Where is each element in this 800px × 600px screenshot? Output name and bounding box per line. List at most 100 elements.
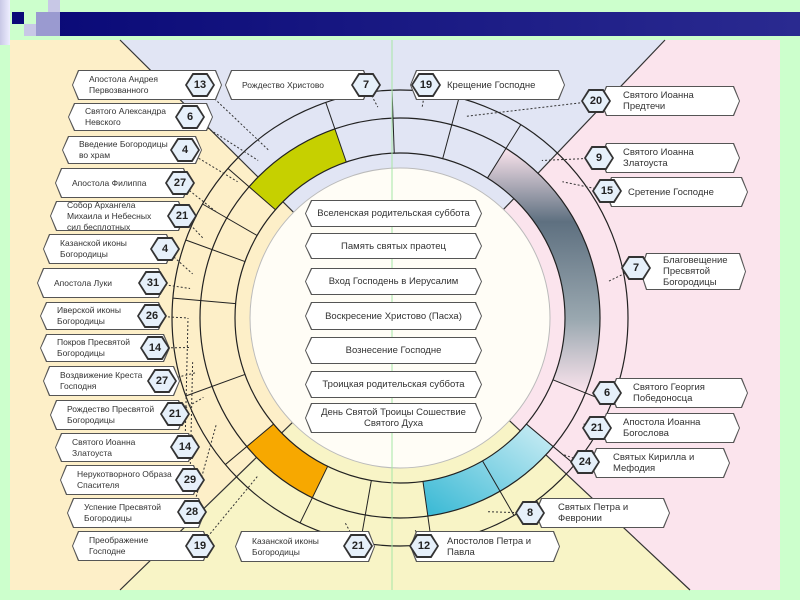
feast-name: Святого Иоанна Златоуста (601, 144, 739, 172)
day-badge: 4 (170, 138, 200, 162)
feast-name: Святых Кирилла и Мефодия (591, 449, 729, 477)
movable-feast-label: Вознесение Господне (305, 337, 482, 364)
feast-label: Рождество Христово (225, 70, 370, 100)
day-number: 13 (187, 75, 213, 95)
outer-ring (171, 89, 629, 547)
day-number: 29 (177, 470, 203, 490)
day-badge: 26 (137, 304, 167, 328)
day-badge: 15 (592, 179, 622, 203)
decor-square (36, 12, 60, 36)
day-number: 31 (140, 273, 166, 293)
day-number: 20 (583, 91, 609, 111)
day-badge: 20 (581, 89, 611, 113)
feast-label: Святого Георгия Победоносца (610, 378, 748, 408)
feast-label: Святых Петра и Февронии (535, 498, 670, 528)
day-number: 19 (413, 75, 439, 95)
title-bar (48, 12, 800, 36)
day-number: 19 (187, 536, 213, 556)
day-number: 4 (152, 239, 178, 259)
month-divider (526, 423, 575, 465)
connector-line (562, 181, 608, 192)
decor-strip (0, 0, 10, 45)
feast-label: Святого Иоанна Предтечи (600, 86, 740, 116)
day-badge: 31 (138, 271, 168, 295)
month-divider (482, 460, 515, 516)
segment-gray (487, 148, 600, 393)
feast-label: Святого Иоанна Златоуста (600, 143, 740, 173)
month-divider (225, 423, 274, 465)
feast-name: Апостола Иоанна Богослова (601, 414, 739, 442)
feast-label: Святых Кирилла и Мефодия (590, 448, 730, 478)
feast-name: Святых Петра и Февронии (536, 499, 669, 527)
segment-green (249, 128, 347, 210)
feast-name: Рождество Христово (226, 71, 369, 99)
movable-feast-label: Воскресение Христово (Пасха) (305, 302, 482, 330)
day-badge: 8 (515, 501, 545, 525)
day-badge: 14 (140, 336, 170, 360)
feast-label: Собор Архангела Михаила и Небесных сил б… (50, 201, 185, 231)
day-number: 7 (623, 258, 649, 278)
month-divider (172, 297, 236, 305)
day-badge: 12 (409, 534, 439, 558)
feast-label: Сретение Господне (605, 177, 748, 207)
segment-orange (246, 424, 328, 498)
day-number: 14 (142, 338, 168, 358)
day-number: 21 (162, 404, 188, 424)
movable-feast-label: День Святой Троицы Сошествие Святого Дух… (305, 403, 482, 433)
movable-feast-name: Вход Господень в Иерусалим (306, 269, 481, 294)
month-divider (185, 373, 246, 397)
day-number: 14 (172, 437, 198, 457)
day-badge: 27 (165, 171, 195, 195)
day-badge: 27 (147, 369, 177, 393)
movable-feast-label: Вход Господень в Иерусалим (305, 268, 482, 295)
day-number: 24 (572, 452, 598, 472)
day-badge: 7 (351, 73, 381, 97)
movable-feast-label: Вселенская родительская суббота (305, 200, 482, 227)
inner-ring (234, 152, 566, 484)
connector-line (486, 511, 531, 514)
day-badge: 21 (343, 534, 373, 558)
feast-label: Благовещение Пресвятой Богородицы (640, 253, 746, 290)
day-number: 15 (594, 181, 620, 201)
day-badge: 29 (175, 468, 205, 492)
day-number: 21 (584, 418, 610, 438)
feast-name: Святого Георгия Победоносца (611, 379, 747, 407)
day-number: 21 (345, 536, 371, 556)
day-number: 7 (353, 75, 379, 95)
movable-feast-name: День Святой Троицы Сошествие Святого Дух… (306, 404, 481, 432)
day-number: 6 (594, 383, 620, 403)
day-number: 8 (517, 503, 543, 523)
day-badge: 21 (160, 402, 190, 426)
day-badge: 6 (592, 381, 622, 405)
movable-feast-name: Память святых праотец (306, 234, 481, 258)
middle-ring (199, 117, 601, 519)
connector-line (465, 100, 597, 117)
connector-line (191, 423, 217, 513)
day-badge: 4 (150, 237, 180, 261)
day-badge: 9 (584, 146, 614, 170)
day-badge: 19 (411, 73, 441, 97)
movable-feast-name: Вознесение Господне (306, 338, 481, 363)
day-number: 4 (172, 140, 198, 160)
movable-feast-label: Троицкая родительская суббота (305, 371, 482, 398)
decor-square (24, 24, 36, 36)
day-badge: 19 (185, 534, 215, 558)
day-badge: 21 (582, 416, 612, 440)
connector-line (199, 475, 259, 547)
day-number: 21 (169, 206, 195, 226)
decor-square (12, 12, 24, 24)
day-badge: 21 (167, 204, 197, 228)
day-badge: 14 (170, 435, 200, 459)
feast-name: Благовещение Пресвятой Богородицы (641, 254, 745, 289)
month-divider (299, 466, 329, 524)
month-divider (185, 239, 246, 263)
month-divider (442, 97, 460, 159)
day-number: 9 (586, 148, 612, 168)
feast-name: Святого Иоанна Предтечи (601, 87, 739, 115)
feast-name: Сретение Господне (606, 178, 747, 206)
movable-feast-name: Троицкая родительская суббота (306, 372, 481, 397)
day-number: 27 (149, 371, 175, 391)
day-number: 27 (167, 173, 193, 193)
day-number: 28 (179, 502, 205, 522)
feast-label: Апостола Иоанна Богослова (600, 413, 740, 443)
